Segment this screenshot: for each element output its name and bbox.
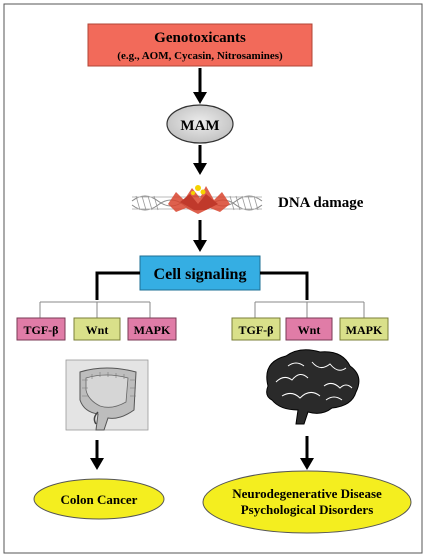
neuro-outcome-line2: Psychological Disorders bbox=[241, 502, 374, 517]
right-tgf-beta-label: TGF-β bbox=[239, 323, 274, 337]
mam-label: MAM bbox=[180, 118, 219, 134]
left-bracket bbox=[39, 301, 151, 318]
right-wnt-box bbox=[285, 317, 333, 341]
arrow-head bbox=[193, 163, 207, 175]
arrow-head bbox=[90, 458, 104, 470]
left-tgf-beta-label: TGF-β bbox=[24, 323, 59, 337]
colon-cancer-label: Colon Cancer bbox=[61, 492, 138, 507]
left-mapk-label: MAPK bbox=[134, 323, 171, 337]
arrow-head bbox=[193, 240, 207, 252]
left-mapk-box bbox=[127, 317, 177, 341]
cell-signaling-label: Cell signaling bbox=[154, 266, 247, 283]
dna-damage-label: DNA damage bbox=[278, 195, 364, 211]
genotoxicants-title: Genotoxicants bbox=[154, 30, 246, 46]
right-mapk-label: MAPK bbox=[346, 323, 383, 337]
left-wnt-label: Wnt bbox=[86, 323, 109, 337]
cell-signaling-box bbox=[139, 255, 261, 291]
right-bracket bbox=[254, 301, 365, 318]
left-branch-connector bbox=[95, 271, 140, 300]
genotoxicants-subtitle: (e.g., AOM, Cycasin, Nitrosamines) bbox=[117, 50, 283, 62]
right-mapk-box bbox=[339, 317, 389, 341]
right-tgf-beta-box bbox=[231, 317, 281, 341]
genotoxicants-box bbox=[87, 23, 313, 67]
right-wnt-label: Wnt bbox=[298, 323, 321, 337]
neuro-outcome-line1: Neurodegenerative Disease bbox=[232, 486, 382, 501]
neuro-outcome-node bbox=[202, 470, 412, 534]
colon-illustration bbox=[65, 359, 149, 431]
arrow-head bbox=[193, 92, 207, 104]
dna-damage-illustration bbox=[131, 185, 263, 214]
right-branch-connector bbox=[260, 271, 309, 300]
arrow-head bbox=[300, 458, 314, 470]
brain-illustration bbox=[266, 349, 360, 425]
left-tgf-beta-box bbox=[16, 317, 66, 341]
colon-cancer-node bbox=[33, 478, 165, 520]
mam-node bbox=[166, 104, 234, 144]
left-wnt-box bbox=[73, 317, 121, 341]
